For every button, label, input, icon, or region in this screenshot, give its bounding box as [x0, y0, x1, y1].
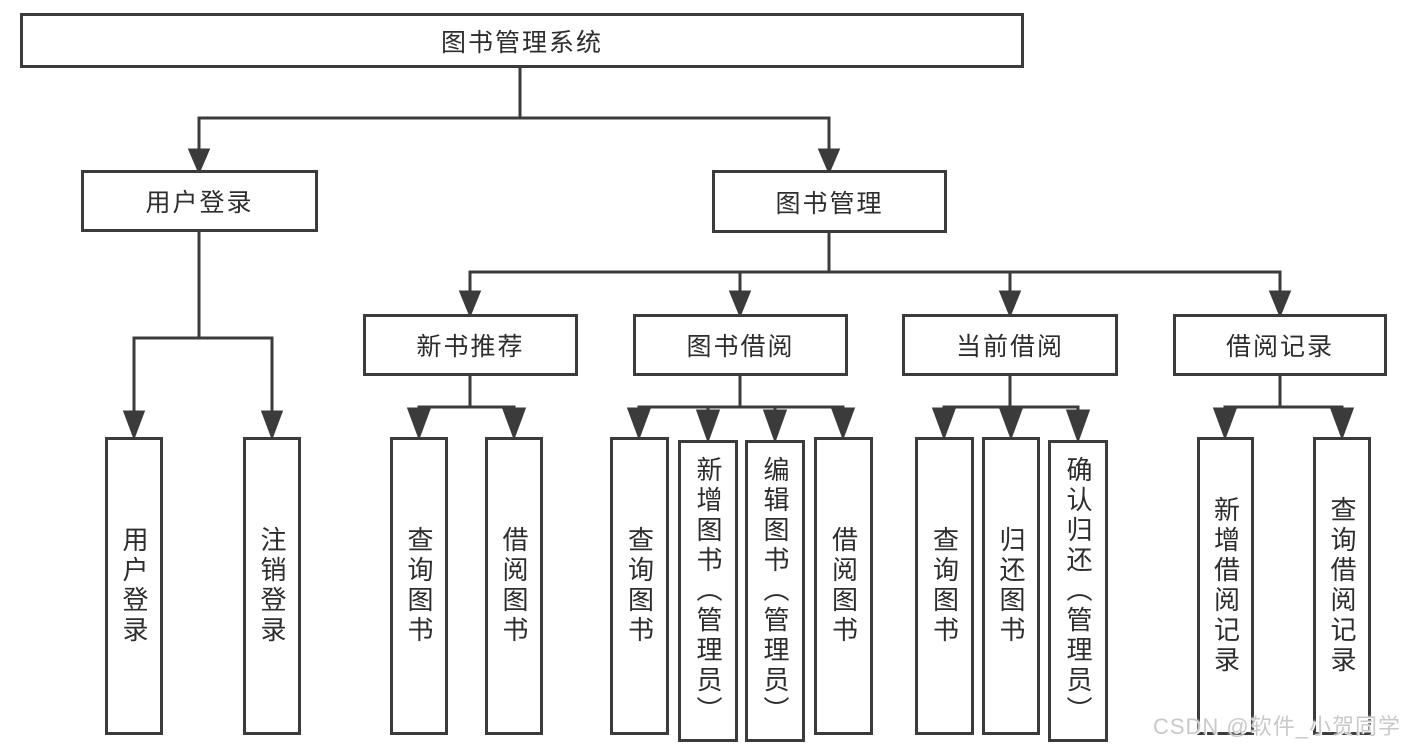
- node-user-login: 用户登录: [81, 170, 318, 232]
- leaf-cb-confirm-return-admin: 确认归还（管理员）: [1048, 440, 1108, 742]
- arrowhead: [406, 407, 432, 441]
- leaf-bb-borrow-books: 借阅图书: [814, 437, 873, 735]
- arrowhead: [1268, 290, 1292, 318]
- arrowhead: [260, 410, 284, 441]
- connector-user-login-to-leaves: [122, 230, 284, 441]
- leaf-cb-return-books: 归还图书: [982, 437, 1040, 735]
- leaf-cb-query-books: 查询图书: [915, 437, 974, 735]
- connector-current-borrowing-to-leaves: [931, 374, 1091, 444]
- node-book-management: 图书管理: [712, 170, 947, 233]
- arrowhead: [998, 407, 1024, 441]
- leaf-label: 查询借阅记录: [1327, 496, 1357, 676]
- arrowhead: [695, 409, 721, 444]
- node-book-borrowing: 图书借阅: [633, 314, 848, 376]
- leaf-logout: 注销登录: [243, 437, 301, 735]
- node-library-management-system: 图书管理系统: [20, 13, 1024, 68]
- leaf-label: 借阅图书: [499, 526, 529, 646]
- arrowhead: [122, 410, 146, 441]
- leaf-nb-query-books: 查询图书: [390, 437, 448, 735]
- leaf-bb-add-books-admin: 新增图书（管理员）: [678, 440, 738, 742]
- leaf-br-query-record: 查询借阅记录: [1313, 437, 1371, 735]
- connector-book-borrowing-to-leaves: [626, 374, 856, 444]
- connector-book-management-to-level3: [458, 231, 1292, 318]
- arrowhead: [187, 148, 211, 175]
- arrowhead: [830, 407, 856, 441]
- arrowhead: [626, 407, 652, 441]
- arrowhead: [998, 290, 1022, 318]
- csdn-watermark: CSDN @软件_小贺同学: [1152, 714, 1401, 739]
- leaf-label: 新增借阅记录: [1210, 496, 1241, 676]
- arrowhead: [1065, 409, 1091, 444]
- leaf-user-login: 用户登录: [105, 437, 163, 735]
- leaf-bb-edit-books-admin: 编辑图书（管理员）: [745, 440, 805, 742]
- leaf-label: 归还图书: [996, 526, 1026, 646]
- leaf-nb-borrow-books: 借阅图书: [485, 437, 543, 735]
- arrowhead: [817, 148, 841, 175]
- node-borrowing-records: 借阅记录: [1173, 314, 1387, 376]
- arrowhead: [1329, 407, 1355, 441]
- arrowhead: [1212, 407, 1238, 441]
- leaf-label: 注销登录: [257, 526, 287, 646]
- leaf-label: 查询图书: [624, 526, 655, 646]
- connector-new-book-recommendation-to-leaves: [406, 374, 527, 441]
- node-current-borrowing: 当前借阅: [902, 314, 1118, 376]
- leaf-label: 编辑图书（管理员）: [760, 456, 790, 726]
- leaf-label: 查询图书: [929, 526, 960, 646]
- arrowhead: [501, 407, 527, 441]
- arrowhead: [931, 407, 957, 441]
- node-new-book-recommendation: 新书推荐: [363, 314, 578, 376]
- leaf-label: 查询图书: [404, 526, 434, 646]
- arrowhead: [458, 290, 482, 318]
- connector-root-to-level2: [187, 66, 841, 175]
- leaf-br-add-record: 新增借阅记录: [1197, 437, 1254, 735]
- arrowhead: [728, 290, 752, 318]
- leaf-label: 确认归还（管理员）: [1063, 456, 1093, 726]
- arrowhead: [762, 409, 788, 444]
- leaf-label: 借阅图书: [828, 526, 859, 646]
- leaf-bb-query-books: 查询图书: [610, 437, 669, 735]
- leaf-label: 用户登录: [119, 526, 149, 646]
- connector-borrowing-records-to-leaves: [1212, 374, 1355, 441]
- leaf-label: 新增图书（管理员）: [693, 456, 723, 726]
